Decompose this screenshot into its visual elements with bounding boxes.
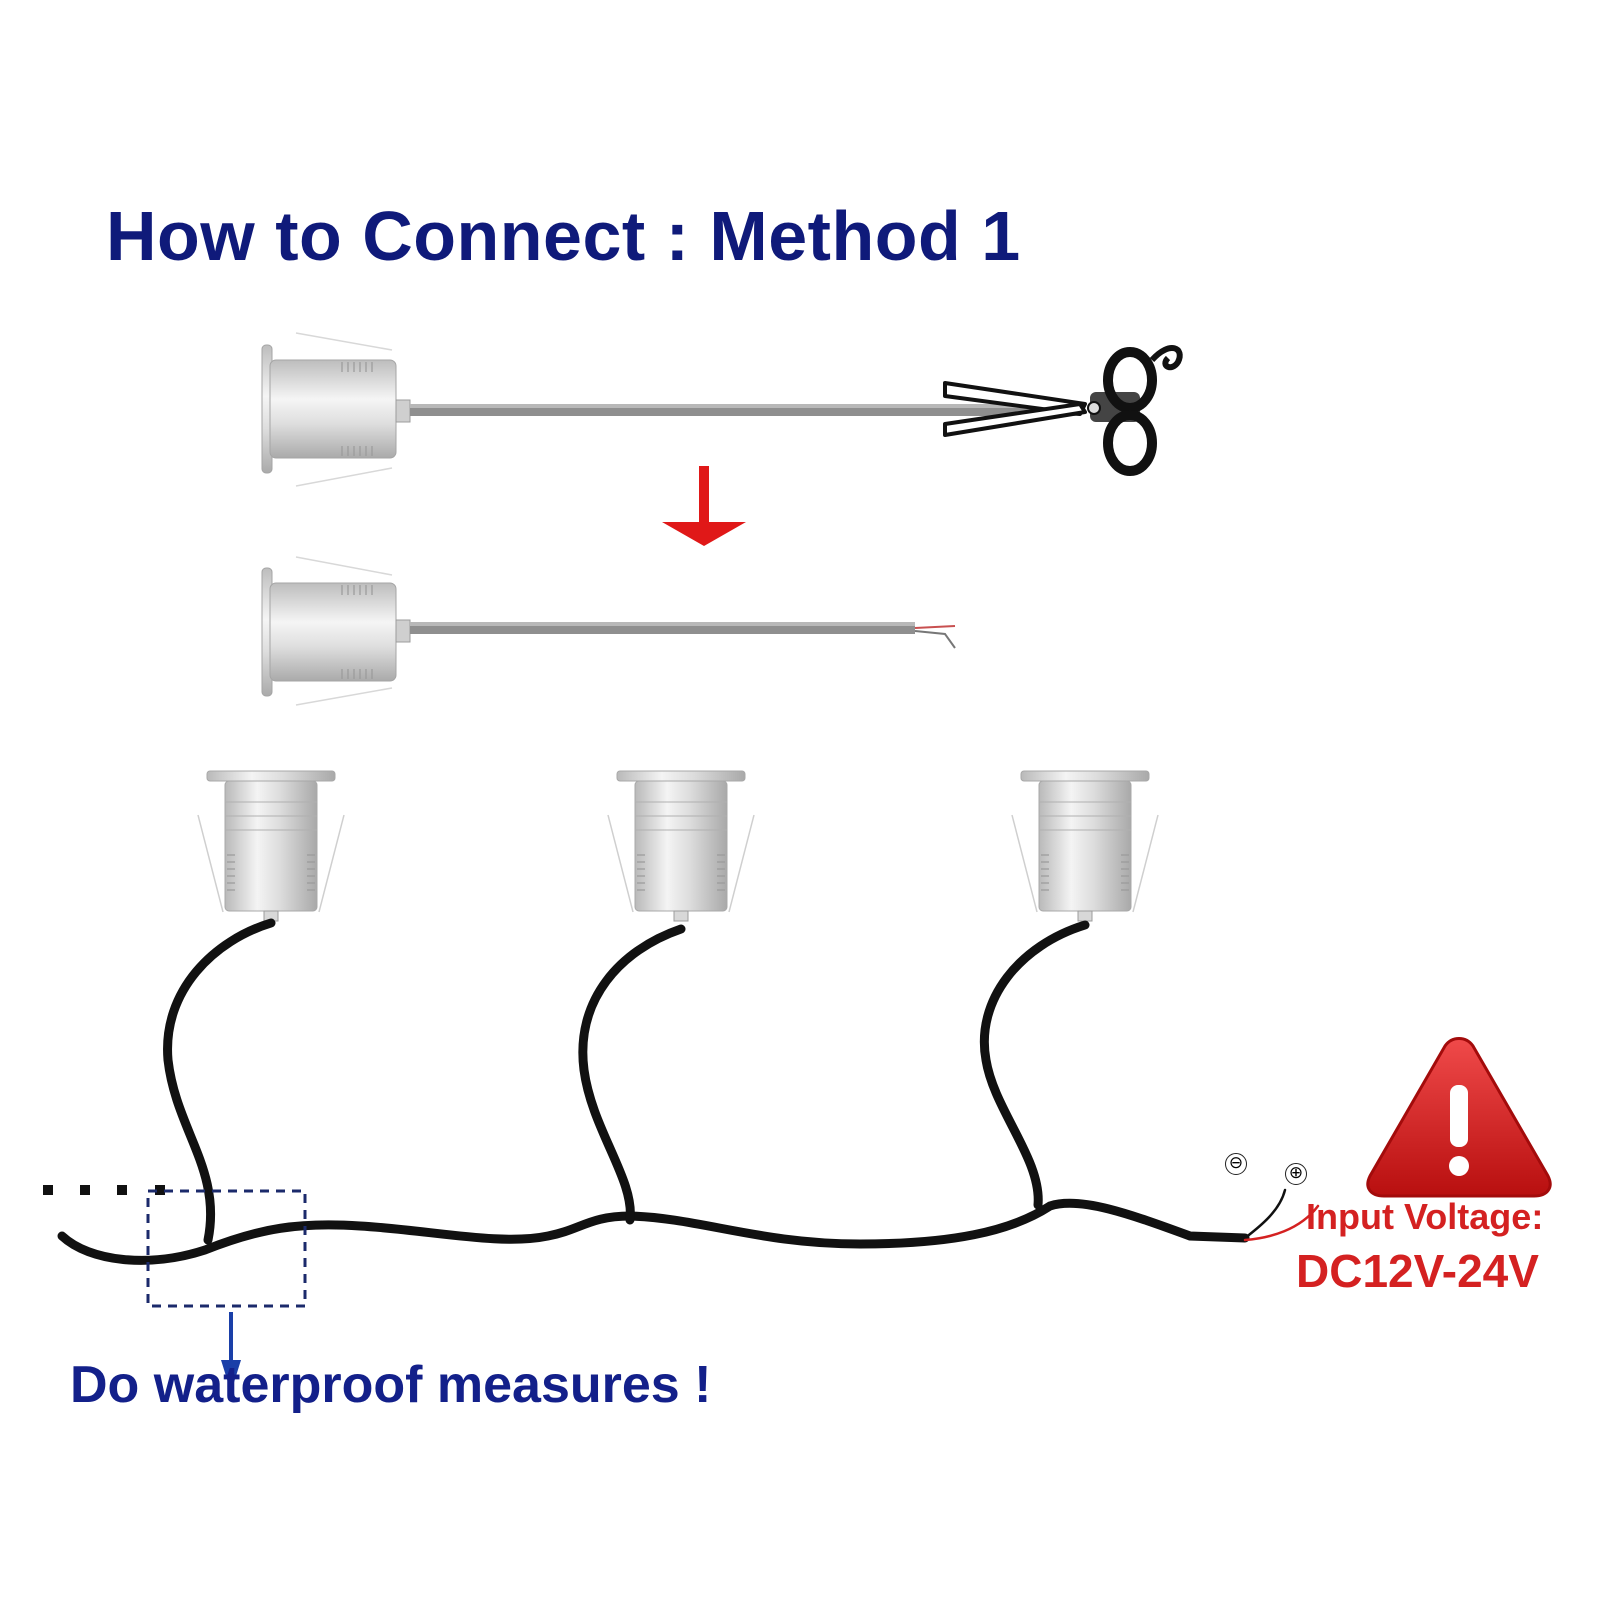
light-row: [197, 770, 1159, 922]
scissors-icon: [943, 345, 1183, 476]
drop-cable-3: [980, 920, 1090, 1210]
waterproof-highlight-box: [146, 1189, 307, 1308]
plus-terminal-icon: ⊕: [1285, 1163, 1307, 1185]
input-voltage-value: DC12V-24V: [1296, 1245, 1539, 1297]
main-cable: [57, 1198, 1250, 1265]
recessed-light-2: [607, 770, 755, 922]
minus-terminal-icon: ⊖: [1225, 1153, 1247, 1175]
page-title: How to Connect : Method 1: [106, 197, 1021, 275]
light-with-long-cable: [261, 332, 1080, 487]
waterproof-note: Do waterproof measures !: [70, 1356, 712, 1414]
cable-continuation-dots: [43, 1185, 165, 1195]
lead-minus: [1243, 1188, 1287, 1240]
arrow-down-icon: [662, 466, 746, 546]
cables: [57, 918, 1320, 1265]
recessed-light-3: [1011, 770, 1159, 922]
warning-icon: [1366, 1037, 1552, 1198]
input-voltage-label: Input Voltage:: [1306, 1196, 1544, 1237]
drop-cable-1: [163, 918, 276, 1245]
drop-cable-2: [578, 924, 686, 1225]
recessed-light-1: [197, 770, 345, 922]
light-with-cut-cable: [261, 556, 956, 706]
arrow-down-blue-icon: [221, 1312, 241, 1392]
lead-plus: [1243, 1204, 1320, 1242]
